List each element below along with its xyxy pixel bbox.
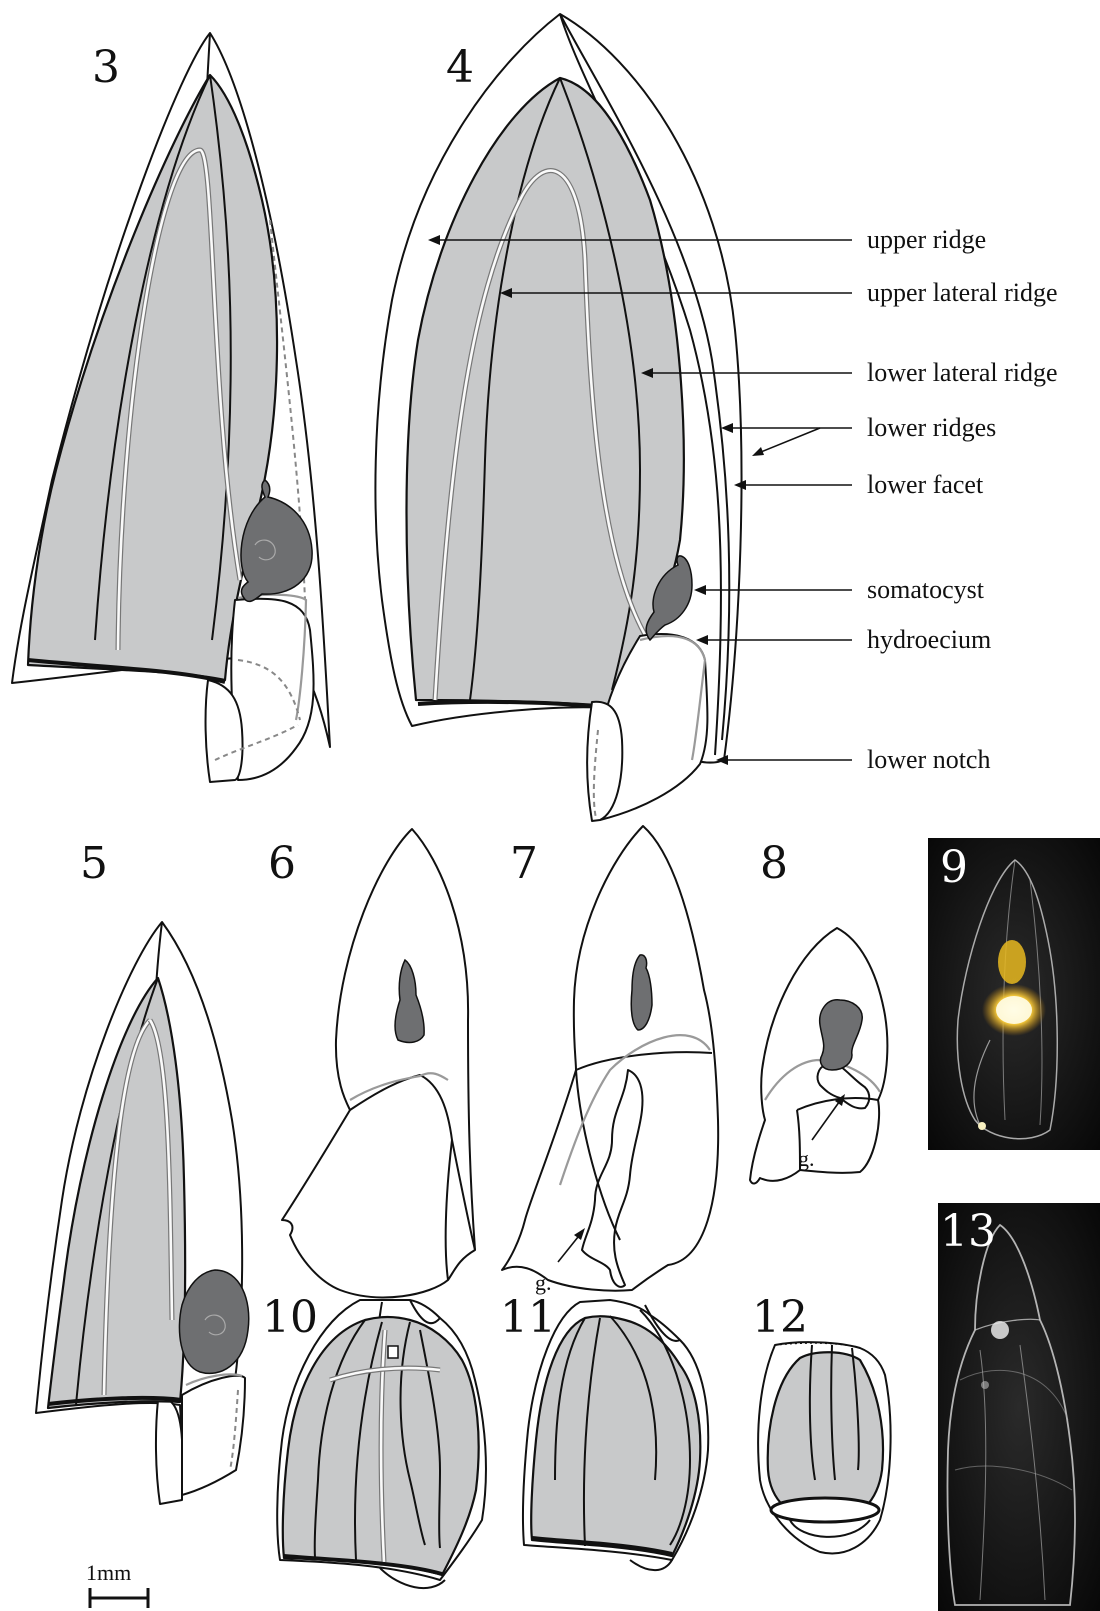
figure-number-7: 7 (510, 838, 538, 889)
figure-number-6: 6 (268, 838, 296, 889)
annotation-lower-notch: lower notch (716, 745, 990, 774)
figure-9-photograph: 9 (928, 838, 1100, 1150)
fig9-yellow-somatocyst (998, 940, 1026, 984)
figure-number-3: 3 (92, 42, 120, 93)
figure-11-nectophore: 11 (500, 1292, 708, 1570)
scale-bar: 1mm (86, 1560, 148, 1608)
scale-bar-label: 1mm (86, 1560, 131, 1585)
figure-number-9: 9 (940, 842, 968, 893)
figure-5-nectophore: 5 (36, 838, 249, 1504)
figure-8-nectophore: 8 g. (750, 838, 887, 1184)
label-lower-ridges: lower ridges (867, 413, 996, 442)
fig12-ostium (771, 1498, 879, 1522)
fig5-lower-lobe (156, 1399, 182, 1504)
figure-number-4: 4 (446, 42, 474, 93)
figure-number-10: 10 (262, 1292, 318, 1343)
fig13-somatocyst (991, 1321, 1009, 1339)
fig7-outer-outline (502, 826, 718, 1291)
annotation-lower-facet: lower facet (734, 470, 984, 499)
figure-number-13: 13 (940, 1206, 996, 1257)
figure-number-5: 5 (80, 838, 108, 889)
figure-number-11: 11 (500, 1292, 556, 1343)
annotation-lower-ridges: lower ridges (721, 413, 996, 456)
figure-7-nectophore: 7 g. (502, 826, 718, 1295)
fig8-gonophore-label: g. (798, 1146, 815, 1171)
figure-10-nectophore: 10 (262, 1292, 486, 1588)
fig13-photo-background (938, 1203, 1100, 1611)
figure-3-nectophore: 3 (12, 33, 330, 782)
label-lower-notch: lower notch (867, 745, 990, 774)
figure-4-nectophore: 4 (375, 14, 741, 821)
figure-13-photograph: 13 (938, 1203, 1100, 1611)
fig8-outer-outline (750, 928, 887, 1184)
label-lower-lateral-ridge: lower lateral ridge (867, 358, 1058, 387)
label-lower-facet: lower facet (867, 470, 984, 499)
label-upper-lateral-ridge: upper lateral ridge (867, 278, 1058, 307)
label-hydroecium: hydroecium (867, 625, 991, 654)
figure-6-nectophore: 6 (268, 829, 475, 1297)
label-upper-ridge: upper ridge (867, 225, 986, 254)
annotation-hydroecium: hydroecium (696, 625, 991, 654)
figure-number-12: 12 (752, 1292, 808, 1343)
figure-number-8: 8 (760, 838, 788, 889)
figure-12-nectophore: 12 (752, 1292, 891, 1553)
label-somatocyst: somatocyst (867, 575, 985, 604)
